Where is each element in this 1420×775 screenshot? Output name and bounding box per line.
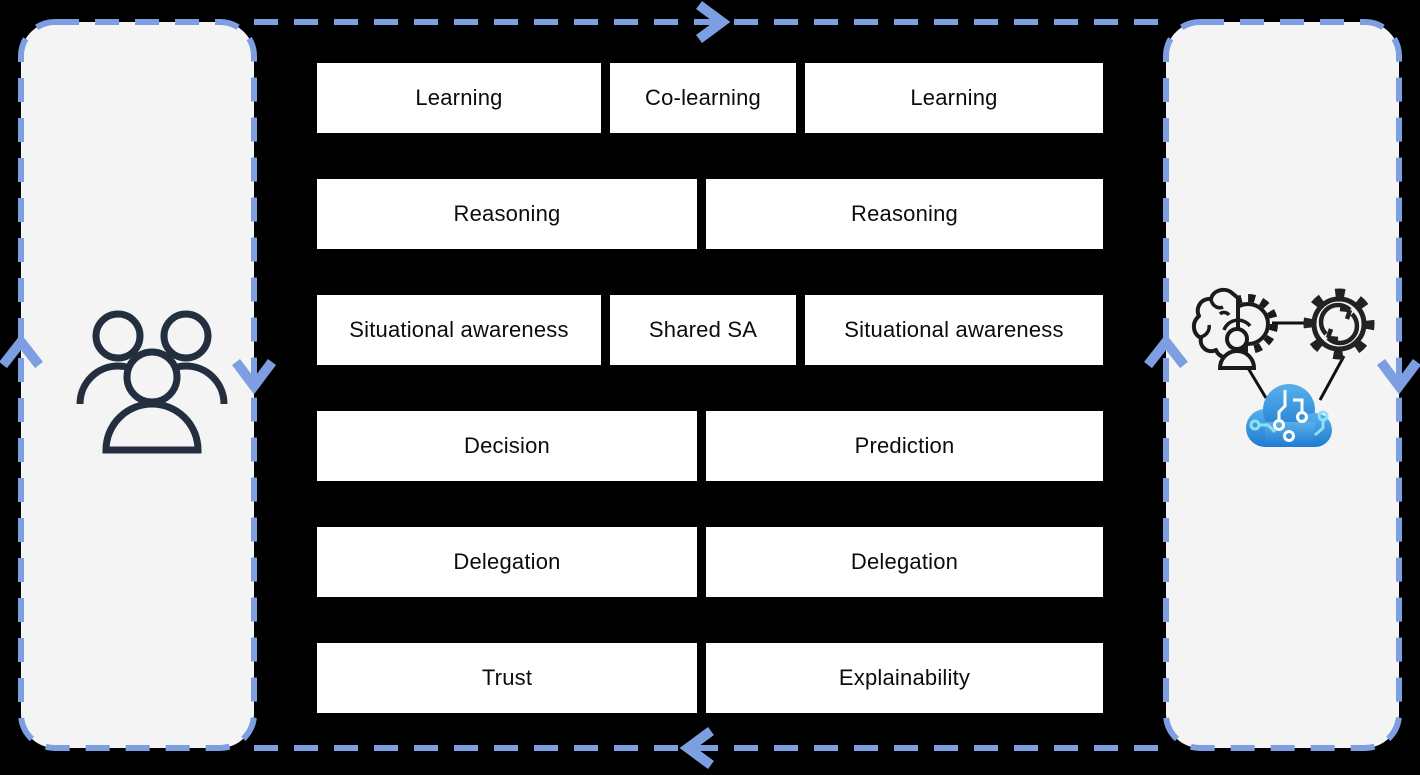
matrix-cell: Explainability <box>704 641 1105 715</box>
matrix-cell: Delegation <box>704 525 1105 599</box>
matrix-row: Reasoning Reasoning <box>315 177 1105 251</box>
matrix-cell: Delegation <box>315 525 699 599</box>
matrix-row: Trust Explainability <box>315 641 1105 715</box>
matrix-cell: Learning <box>803 61 1105 135</box>
bottom-arrow-left-icon <box>679 726 714 770</box>
matrix-cell: Prediction <box>704 409 1105 483</box>
right-outer-arrow-down-icon <box>1377 359 1420 395</box>
matrix-row: Delegation Delegation <box>315 525 1105 599</box>
matrix-cell: Learning <box>315 61 603 135</box>
matrix-cell: Decision <box>315 409 699 483</box>
matrix-cell: Situational awareness <box>315 293 603 367</box>
matrix-cell: Shared SA <box>608 293 798 367</box>
matrix-cell: Reasoning <box>704 177 1105 251</box>
matrix-row: Decision Prediction <box>315 409 1105 483</box>
people-group-icon <box>76 310 228 454</box>
ai-icon-connectors <box>1246 321 1346 401</box>
left-inner-arrow-down-icon <box>232 359 276 395</box>
sync-gear-icon <box>1303 288 1375 360</box>
right-inner-arrow-up-icon <box>1144 333 1188 369</box>
left-outer-arrow-up-icon <box>0 333 43 369</box>
cloud-circuit-icon <box>1246 384 1332 447</box>
matrix-row: Learning Co-learning Learning <box>315 61 1105 135</box>
matrix-cell: Trust <box>315 641 699 715</box>
top-arrow-right-icon <box>696 0 731 44</box>
matrix-cell: Co-learning <box>608 61 798 135</box>
matrix-cell: Reasoning <box>315 177 699 251</box>
matrix-row: Situational awareness Shared SA Situatio… <box>315 293 1105 367</box>
brain-gear-person-icon <box>1192 287 1278 370</box>
matrix-cell: Situational awareness <box>803 293 1105 367</box>
